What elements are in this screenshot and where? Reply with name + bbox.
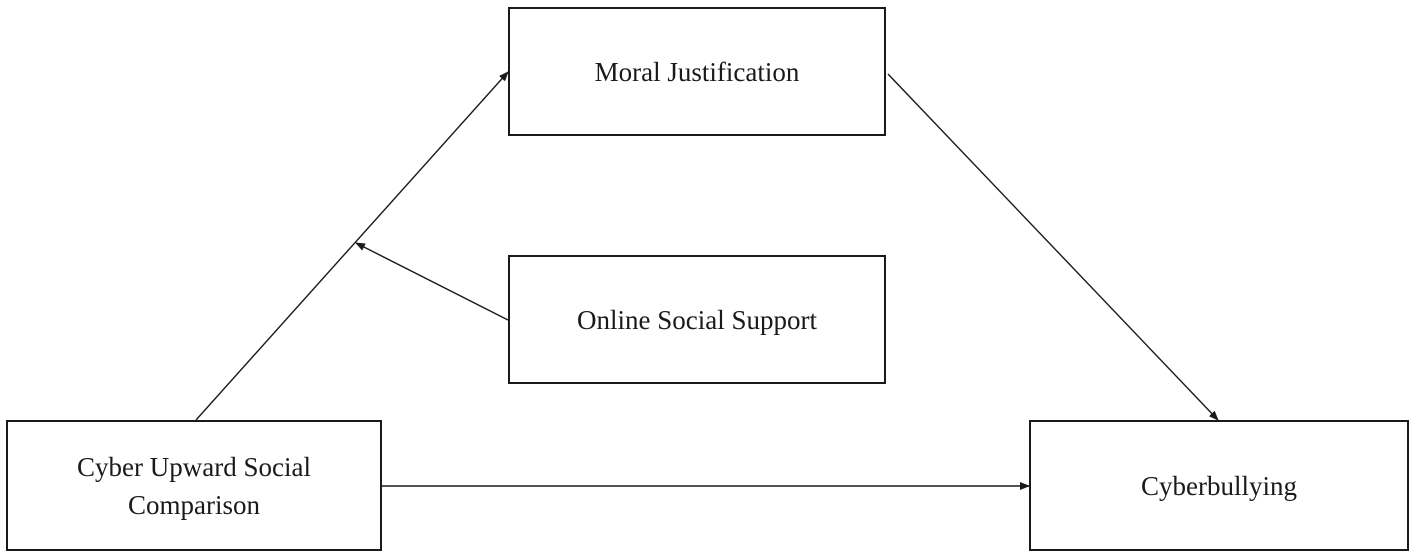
cyber-upward-social-comparison-box: Cyber Upward Social Comparison [6, 420, 382, 551]
cyberbullying-label: Cyberbullying [1141, 470, 1297, 501]
moral-justification-label: Moral Justification [594, 56, 800, 87]
arrow-comparison-to-moral [195, 71, 509, 421]
cyberbullying-box: Cyberbullying [1029, 420, 1409, 551]
moral-justification-box: Moral Justification [508, 7, 886, 136]
online-social-support-label: Online Social Support [577, 304, 817, 335]
arrow-support-to-path [355, 242, 509, 321]
online-social-support-box: Online Social Support [508, 255, 886, 384]
cyber-upward-social-comparison-label: Cyber Upward Social Comparison [77, 451, 311, 520]
arrow-moral-to-cyberbullying [887, 73, 1219, 421]
